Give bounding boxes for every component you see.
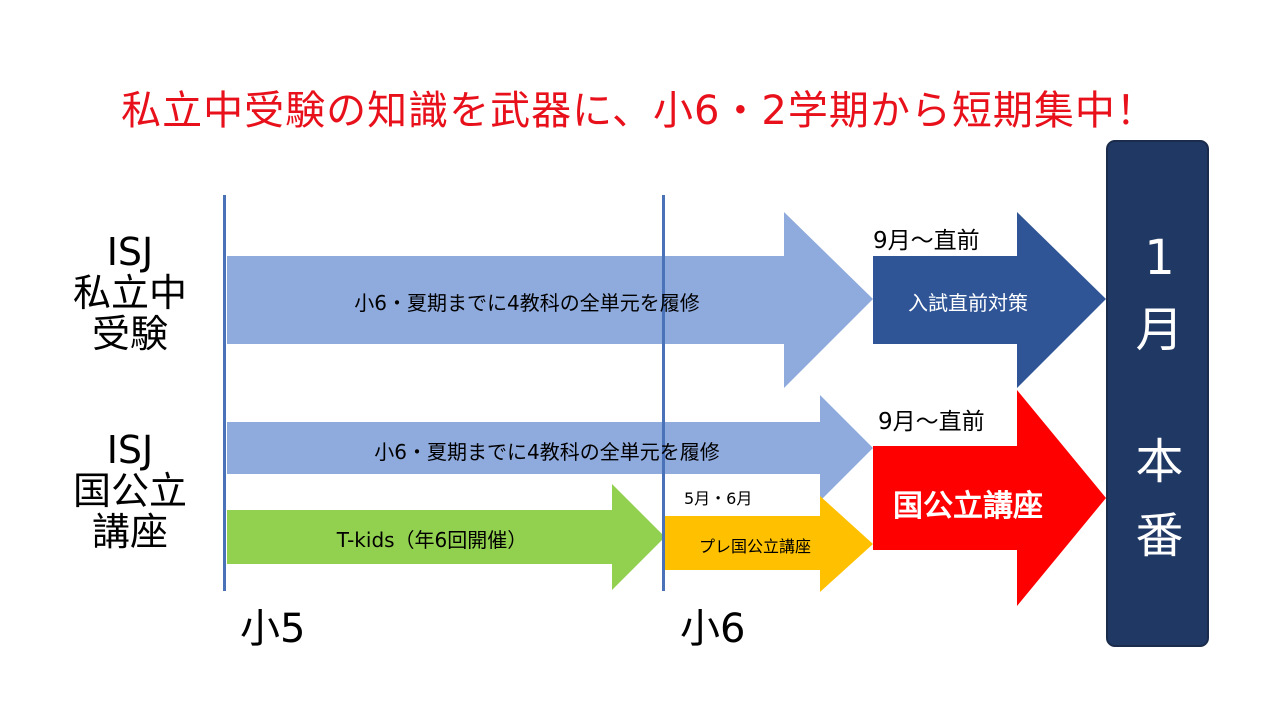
pre-public-arrow-label: プレ国公立講座	[698, 537, 811, 556]
row-label-public-line-1: ISJ	[106, 428, 154, 472]
grade6-line	[662, 195, 665, 591]
public-final-period-note: 9月～直前	[878, 409, 985, 435]
row-label-private-line-2: 私立中	[72, 271, 187, 315]
exam-label-line-2: 番	[1135, 508, 1184, 564]
row-label-private-line-1: ISJ	[106, 230, 154, 274]
tkids-arrow-label: T-kids（年6回開催）	[336, 528, 528, 552]
public-final-arrow	[873, 390, 1106, 606]
private-base-arrow	[227, 212, 873, 388]
row-label-public-line-3: 講座	[91, 510, 168, 554]
public-final-arrow-label: 国公立講座	[893, 489, 1043, 524]
tkids-arrow	[227, 484, 665, 590]
exam-box: 1 月 本 番	[1106, 140, 1209, 647]
row-label-public-line-2: 国公立	[72, 469, 187, 513]
private-final-period-note: 9月～直前	[873, 228, 980, 254]
pre-public-arrow	[665, 496, 873, 592]
row-label-public: ISJ 国公立 講座	[60, 430, 200, 553]
page-title: 私立中受験の知識を武器に、小6・2学期から短期集中！	[121, 88, 1157, 134]
exam-month-unit: 月	[1135, 302, 1184, 358]
private-base-arrow-label: 小6・夏期までに4教科の全単元を履修	[354, 291, 700, 315]
private-final-arrow-label: 入試直前対策	[908, 291, 1028, 315]
grade5-line	[223, 195, 226, 591]
pre-period-note: 5月・6月	[684, 489, 753, 508]
public-base-arrow	[227, 395, 873, 501]
row-label-private-line-3: 受験	[91, 312, 168, 356]
row-label-private: ISJ 私立中 受験	[60, 232, 200, 355]
exam-label-line-1: 本	[1135, 434, 1184, 490]
exam-month-digit: 1	[1144, 230, 1175, 286]
private-final-arrow	[873, 212, 1106, 388]
grade5-label: 小5	[240, 606, 306, 652]
public-base-arrow-label: 小6・夏期までに4教科の全単元を履修	[374, 440, 720, 464]
grade6-label: 小6	[680, 606, 746, 652]
